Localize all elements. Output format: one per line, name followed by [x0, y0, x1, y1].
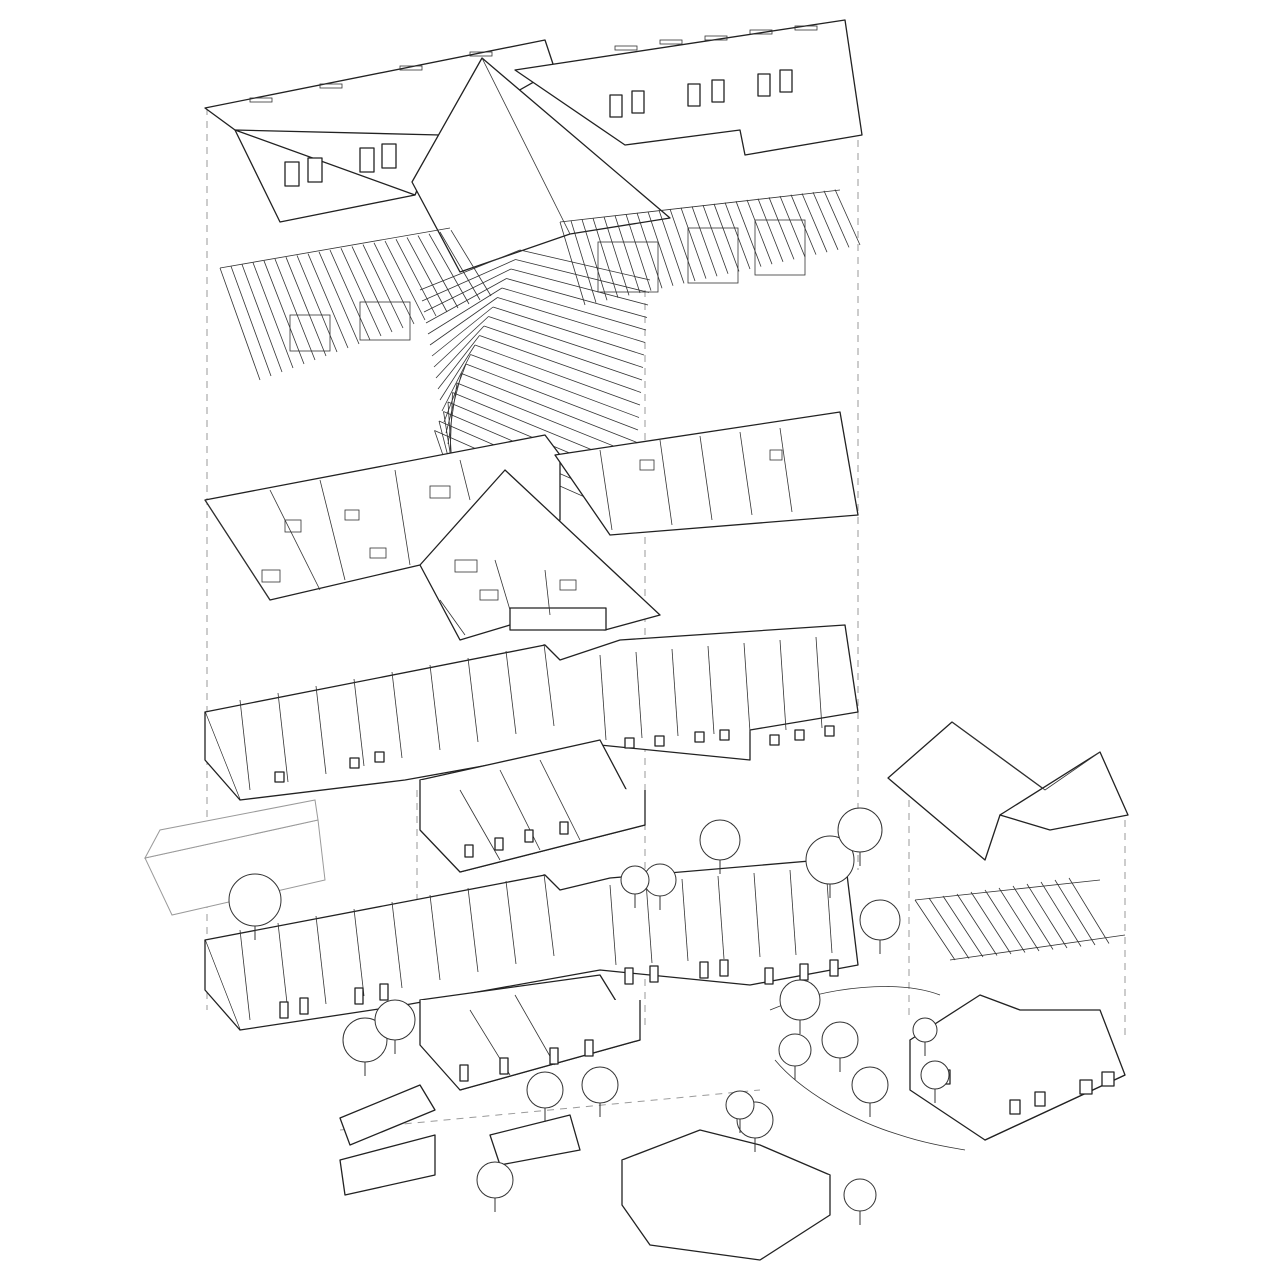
annex-roof-plane-a: [887, 721, 1046, 861]
tree-icon: [342, 1017, 388, 1076]
layer-roof-cladding: [204, 19, 863, 273]
layer-ground-floor: [204, 857, 859, 1091]
tree-icon: [821, 1021, 859, 1072]
tree-icon: [526, 1071, 564, 1122]
tree-icon: [843, 1178, 877, 1225]
skylight: [757, 73, 771, 97]
tree-icon: [912, 1017, 938, 1056]
skylight: [631, 90, 645, 114]
trees: [228, 807, 950, 1225]
attic-right-wing: [554, 411, 859, 536]
tree-icon: [476, 1161, 514, 1212]
skylight: [687, 83, 701, 107]
tree-icon: [851, 1066, 889, 1117]
skylight: [381, 143, 397, 169]
tree-icon: [228, 873, 282, 940]
pergola: [339, 1134, 436, 1196]
layer-roof-structure: [219, 189, 861, 518]
skylight: [711, 79, 725, 103]
shed-roof: [339, 1084, 436, 1146]
skylight: [307, 157, 323, 183]
tree-icon: [778, 1033, 812, 1080]
layer-outbuildings: [339, 1084, 831, 1261]
skylight: [779, 69, 793, 93]
tree-icon: [779, 979, 821, 1034]
ghost-barn: [144, 799, 326, 916]
annex-roof-plane-b: [999, 751, 1129, 831]
tree-icon: [620, 865, 650, 908]
tree-icon: [374, 999, 416, 1054]
tree-icon: [699, 819, 741, 874]
tree-icon: [581, 1066, 619, 1117]
tree-icon: [920, 1060, 950, 1103]
layer-upper-floor: [204, 624, 859, 873]
tree-icon: [725, 1090, 755, 1133]
tree-icon: [805, 835, 855, 898]
upper-floor-slab: [204, 624, 859, 801]
tree-icon: [859, 899, 901, 954]
skylight: [609, 94, 623, 118]
small-pavilion: [489, 1114, 581, 1166]
skylight: [359, 147, 375, 173]
ground-floor-slab: [204, 857, 859, 1031]
balcony-railing: [509, 607, 607, 631]
skylight: [284, 161, 300, 187]
tree-icon: [837, 807, 883, 866]
central-gable-roof: [411, 57, 671, 273]
layer-annex-roof: [887, 721, 1129, 961]
layer-attic-floor: [204, 411, 859, 641]
